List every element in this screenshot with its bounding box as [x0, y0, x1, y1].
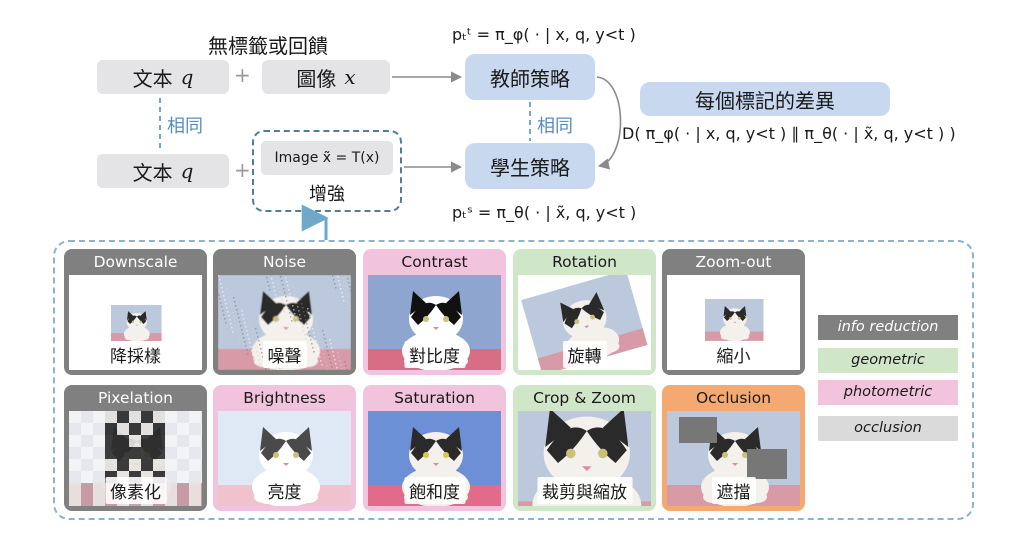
augmentation-title: Noise	[263, 253, 306, 271]
augmentation-title: Rotation	[552, 253, 617, 271]
augmentation-title: Pixelation	[97, 389, 174, 407]
image-x-box: 圖像 x	[262, 60, 390, 94]
augmentation-caption: 縮小	[711, 341, 756, 368]
augmentation-caption: 降採樣	[105, 341, 166, 368]
augmentation-title: Downscale	[93, 253, 178, 271]
augmentation-caption: 像素化	[105, 477, 166, 504]
cat-image	[218, 275, 351, 370]
augmentation-panel	[53, 240, 974, 520]
plus-sign-2: +	[234, 158, 251, 182]
legend-info-reduction: info reduction	[818, 315, 958, 340]
teacher-formula: pₜᵗ = π_φ( · | x, q, y<t )	[452, 25, 636, 44]
augmentation-title: Contrast	[401, 253, 468, 271]
augmentation-title: Saturation	[394, 389, 475, 407]
augmentation-caption: 旋轉	[562, 341, 607, 368]
augmentation-image	[218, 275, 351, 370]
arrow-teacher-to-student-curve	[596, 76, 622, 170]
augmentation-card-downscale: Downscale 降採樣	[64, 249, 207, 375]
augmentation-card-brightness: Brightness 亮度	[213, 385, 356, 511]
image-x-label: 圖像	[296, 66, 337, 91]
augmentation-caption: 遮擋	[711, 477, 756, 504]
per-token-difference-box: 每個標記的差異	[640, 82, 890, 116]
same-label-left: 相同	[167, 116, 203, 137]
plus-sign-1: +	[234, 63, 251, 87]
student-policy-box: 學生策略	[465, 143, 595, 189]
diagram-title: 無標籤或回饋	[208, 34, 328, 58]
cat-image	[368, 275, 501, 370]
divergence-formula: D( π_φ( · | x, q, y<t ) ∥ π_θ( · | x̃, q…	[622, 124, 956, 143]
augmentation-image	[368, 275, 501, 370]
augmentation-caption: 亮度	[262, 477, 307, 504]
augmentation-card-contrast: Contrast 對比度	[363, 249, 506, 375]
legend-occlusion: occlusion	[818, 416, 958, 441]
augmentation-image	[518, 275, 651, 370]
legend-geometric: geometric	[818, 348, 958, 373]
text-q-var: q	[180, 65, 194, 89]
augmentation-card-crop: Crop & Zoom 裁剪與縮放	[513, 385, 656, 511]
student-formula: pₜˢ = π_θ( · | x̃, q, y<t )	[452, 203, 637, 222]
image-x-var: x	[344, 65, 356, 89]
text-q-label: 文本	[132, 66, 173, 91]
same-label-right: 相同	[537, 116, 573, 137]
augmentation-box: Image x̃ = T(x) 增強	[252, 130, 402, 212]
augmentation-card-occlusion: Occlusion 遮擋	[662, 385, 805, 511]
augmentation-caption: 噪聲	[262, 341, 307, 368]
teacher-policy-box: 教師策略	[465, 54, 595, 100]
augmentation-caption: 裁剪與縮放	[537, 477, 632, 504]
augmentation-card-rotation: Rotation 旋轉	[513, 249, 656, 375]
cat-image	[518, 275, 651, 370]
augmentation-caption: 飽和度	[404, 477, 465, 504]
diagram-connectors	[159, 71, 622, 240]
text-q-var: q	[180, 159, 194, 183]
text-q-label: 文本	[132, 160, 173, 185]
text-q-box-2: 文本 q	[97, 154, 229, 188]
augmentation-title: Brightness	[243, 389, 326, 407]
legend-photometric: photometric	[818, 380, 958, 405]
augmented-image-formula: Image x̃ = T(x)	[261, 141, 393, 175]
augmentation-card-noise: Noise 噪聲	[213, 249, 356, 375]
augmentation-title: Zoom-out	[695, 253, 772, 271]
augmentation-title: Occlusion	[695, 389, 772, 407]
augmentation-card-saturation: Saturation 飽和度	[363, 385, 506, 511]
text-q-box-1: 文本 q	[97, 60, 229, 94]
augmentation-caption: 對比度	[404, 341, 465, 368]
augmentation-card-zoomout: Zoom-out 縮小	[662, 249, 805, 375]
augmentation-card-pixelation: Pixelation 像素化	[64, 385, 207, 511]
augmentation-label: 增強	[309, 184, 345, 205]
augmentation-title: Crop & Zoom	[533, 389, 636, 407]
